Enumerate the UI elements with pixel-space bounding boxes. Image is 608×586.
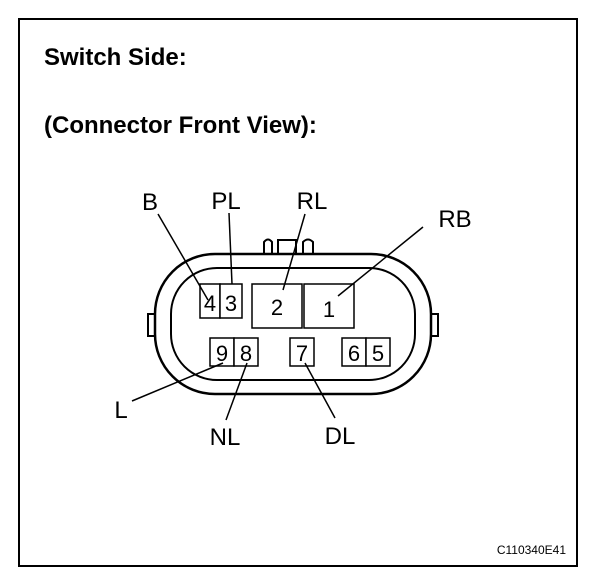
pin-number-6: 6 [348, 341, 360, 366]
pin-number-8: 8 [240, 341, 252, 366]
signal-label-b: B [142, 189, 158, 216]
pin-number-1: 1 [323, 297, 335, 322]
pin-number-2: 2 [271, 295, 283, 320]
pin-cell-7 [289, 337, 315, 367]
figure-subtitle: (Connector Front View): [44, 112, 317, 139]
pin-cell-5 [365, 337, 391, 367]
leader-line-l [131, 362, 224, 402]
pin-cell-1 [303, 283, 355, 329]
leader-line-rl [282, 213, 306, 291]
pin-number-7: 7 [296, 341, 308, 366]
figure-frame: Switch Side: (Connector Front View): 4 3… [18, 18, 578, 567]
signal-label-l: L [114, 397, 127, 424]
leader-line-b [157, 213, 209, 301]
pin-cell-2 [251, 283, 303, 329]
figure-code: C110340E41 [496, 543, 566, 557]
connector-diagram: 4 3 2 1 9 8 7 6 5 B PL RL RB L NL [114, 188, 471, 451]
figure-title: Switch Side: [44, 44, 187, 71]
leader-line-pl [228, 212, 233, 285]
leader-line-dl [304, 362, 336, 419]
pin-number-3: 3 [225, 291, 237, 316]
signal-label-rb: RB [438, 206, 471, 233]
connector-latch [263, 238, 314, 255]
pin-number-9: 9 [216, 341, 228, 366]
pin-number-5: 5 [372, 341, 384, 366]
signal-label-nl: NL [210, 424, 241, 451]
signal-label-dl: DL [325, 423, 356, 450]
pin-cells: 4 3 2 1 9 8 7 6 5 [199, 283, 391, 367]
leader-lines [131, 212, 424, 421]
connector-housing-inner [170, 267, 416, 381]
signal-label-pl: PL [211, 188, 240, 215]
pin-cell-9 [209, 337, 235, 367]
leader-line-nl [225, 362, 248, 421]
pin-cell-3 [219, 283, 243, 319]
signal-labels: B PL RL RB L NL DL [114, 188, 471, 451]
leader-line-rb [337, 226, 424, 297]
signal-label-rl: RL [297, 188, 328, 215]
